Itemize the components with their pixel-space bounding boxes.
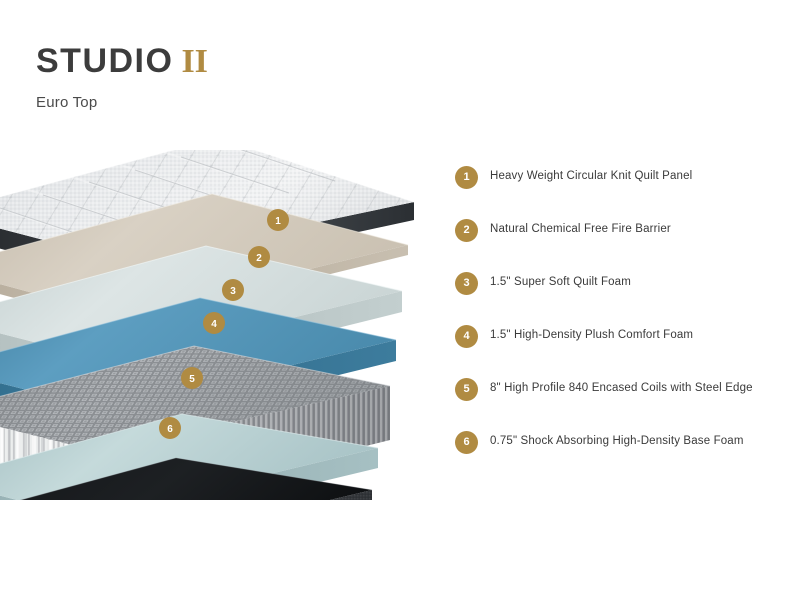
legend-item-5: 5 8" High Profile 840 Encased Coils with… [455, 378, 765, 431]
legend-label-5: 8" High Profile 840 Encased Coils with S… [490, 382, 753, 394]
legend-badge-2: 2 [455, 219, 478, 242]
legend-item-6: 6 0.75" Shock Absorbing High-Density Bas… [455, 431, 765, 484]
legend-badge-5: 5 [455, 378, 478, 401]
legend-badge-1: 1 [455, 166, 478, 189]
diagram-marker-6: 6 [159, 417, 181, 439]
diagram-marker-2-label: 2 [256, 253, 262, 264]
legend-label-1: Heavy Weight Circular Knit Quilt Panel [490, 170, 693, 182]
diagram-marker-4: 4 [203, 312, 225, 334]
diagram-marker-1-label: 1 [275, 216, 281, 227]
diagram-marker-2: 2 [248, 246, 270, 268]
legend-item-1: 1 Heavy Weight Circular Knit Quilt Panel [455, 166, 765, 219]
diagram-marker-3: 3 [222, 279, 244, 301]
diagram-marker-5-label: 5 [189, 374, 195, 385]
legend-label-4: 1.5" High-Density Plush Comfort Foam [490, 329, 694, 341]
legend-label-3: 1.5" Super Soft Quilt Foam [490, 276, 631, 288]
diagram-layer-base-foam [19, 457, 373, 500]
brand-numeral: II [181, 43, 208, 80]
diagram-marker-4-label: 4 [211, 319, 217, 330]
legend-item-2: 2 Natural Chemical Free Fire Barrier [455, 219, 765, 272]
diagram-marker-3-label: 3 [230, 286, 236, 297]
legend-item-3: 3 1.5" Super Soft Quilt Foam [455, 272, 765, 325]
diagram-marker-1: 1 [267, 209, 289, 231]
legend-label-6: 0.75" Shock Absorbing High-Density Base … [490, 435, 744, 447]
legend-badge-6: 6 [455, 431, 478, 454]
brand-name: STUDIO [36, 42, 174, 80]
legend-label-2: Natural Chemical Free Fire Barrier [490, 223, 671, 235]
diagram-marker-6-label: 6 [167, 424, 173, 435]
legend-badge-4: 4 [455, 325, 478, 348]
mattress-layer-diagram: 1 2 3 4 5 6 [0, 150, 440, 500]
legend-item-4: 4 1.5" High-Density Plush Comfort Foam [455, 325, 765, 378]
legend-badge-3: 3 [455, 272, 478, 295]
layer-legend: 1 Heavy Weight Circular Knit Quilt Panel… [455, 166, 765, 484]
product-subtitle: Euro Top [36, 94, 98, 111]
diagram-marker-5: 5 [181, 367, 203, 389]
